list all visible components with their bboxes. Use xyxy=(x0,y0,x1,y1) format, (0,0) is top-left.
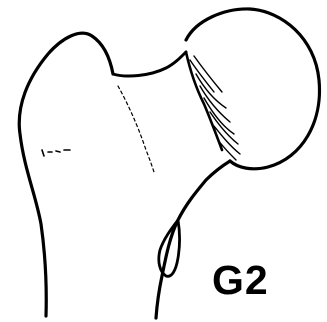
fracture-hatching xyxy=(190,56,240,160)
femoral-neck-superior-line xyxy=(113,52,186,76)
shaft-dot-marks xyxy=(42,150,70,156)
greater-trochanter-outline xyxy=(19,33,113,316)
intertrochanteric-line xyxy=(118,86,154,172)
grade-label: G2 xyxy=(212,260,269,301)
